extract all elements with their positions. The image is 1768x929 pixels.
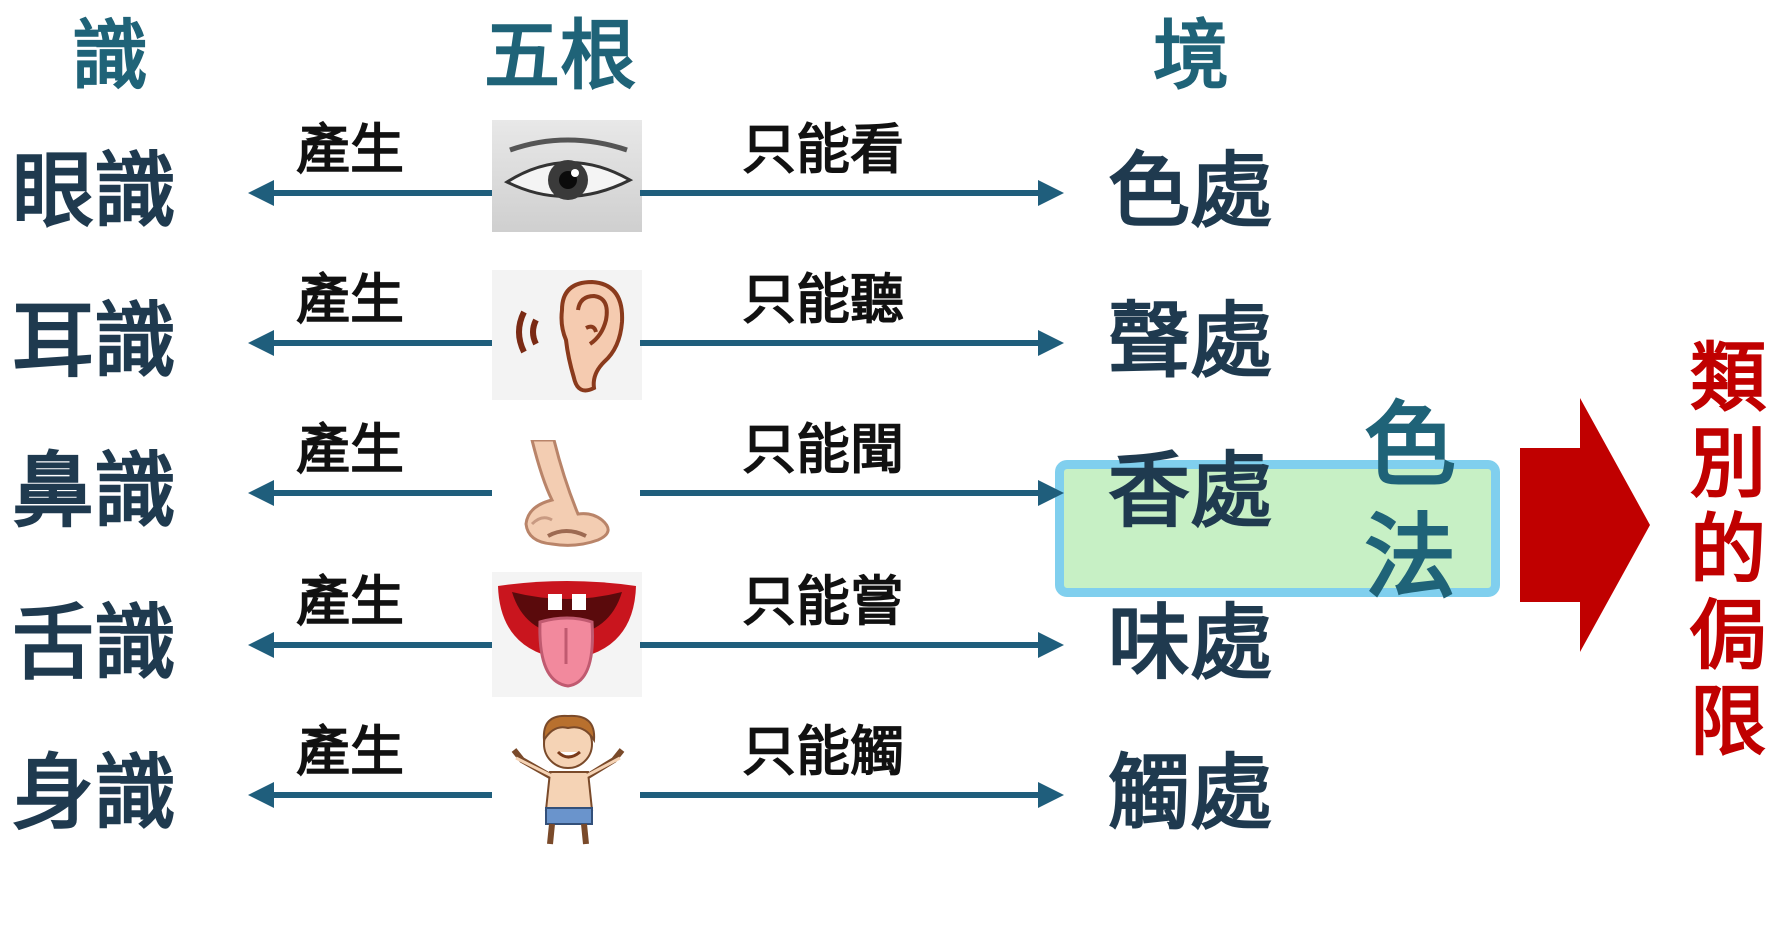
limitation-char-4: 侷	[1690, 591, 1766, 680]
taste-object-label: 味處	[1108, 596, 1273, 691]
form-dharma-char-2: 法	[1363, 504, 1456, 611]
form-dharma-char-1: 色	[1363, 392, 1456, 499]
ear-icon	[492, 270, 642, 400]
row-ear: 耳識 產生 只能聽 聲處	[0, 270, 1768, 420]
only-hear-label: 只能聽	[742, 268, 904, 331]
tongue-consciousness-label: 舌識	[12, 596, 177, 691]
only-arrow	[640, 480, 1064, 506]
limitation-char-5: 限	[1690, 677, 1766, 766]
limitation-char-2: 別	[1690, 419, 1766, 508]
only-see-label: 只能看	[742, 118, 904, 181]
only-arrow	[640, 330, 1064, 356]
sound-object-label: 聲處	[1108, 294, 1273, 389]
only-arrow	[640, 632, 1064, 658]
smell-object-label: 香處	[1108, 444, 1273, 539]
form-object-label: 色處	[1108, 144, 1273, 239]
only-arrow	[640, 180, 1064, 206]
touch-object-label: 觸處	[1108, 746, 1273, 841]
row-body: 身識 產生 只能觸 觸處	[0, 714, 1768, 872]
produces-arrow	[248, 632, 492, 658]
header-consciousness: 識	[72, 11, 148, 100]
header-five-faculties: 五根	[484, 11, 636, 100]
row-tongue: 舌識 產生 只能嘗 味處	[0, 572, 1768, 722]
tongue-icon	[492, 572, 642, 697]
body-consciousness-label: 身識	[12, 746, 177, 841]
produces-label: 產生	[296, 418, 404, 481]
eye-icon	[492, 120, 642, 232]
row-eye: 眼識 產生 只能看 色處	[0, 120, 1768, 270]
produces-label: 產生	[296, 570, 404, 633]
produces-arrow	[248, 480, 492, 506]
only-touch-label: 只能觸	[742, 720, 904, 783]
body-icon	[492, 710, 642, 850]
eye-consciousness-label: 眼識	[12, 144, 177, 239]
form-dharma-label: 色 法	[1360, 390, 1460, 614]
only-arrow	[640, 782, 1064, 808]
ear-consciousness-label: 耳識	[12, 294, 177, 389]
nose-icon	[492, 438, 642, 550]
produces-label: 產生	[296, 720, 404, 783]
row-nose: 鼻識 產生 只能聞 香處	[0, 420, 1768, 570]
big-red-arrow	[1520, 398, 1650, 652]
produces-arrow	[248, 180, 492, 206]
only-taste-label: 只能嘗	[742, 570, 904, 633]
header-objects: 境	[1153, 11, 1229, 100]
smell-object-highlight	[1055, 460, 1500, 597]
limitation-char-3: 的	[1690, 505, 1766, 594]
produces-label: 產生	[296, 268, 404, 331]
produces-arrow	[248, 782, 492, 808]
produces-arrow	[248, 330, 492, 356]
produces-label: 產生	[296, 118, 404, 181]
limitation-char-1: 類	[1690, 333, 1766, 422]
categorical-limitation-label: 類 別 的 侷 限	[1688, 335, 1768, 765]
nose-consciousness-label: 鼻識	[12, 444, 177, 539]
only-smell-label: 只能聞	[742, 418, 904, 481]
